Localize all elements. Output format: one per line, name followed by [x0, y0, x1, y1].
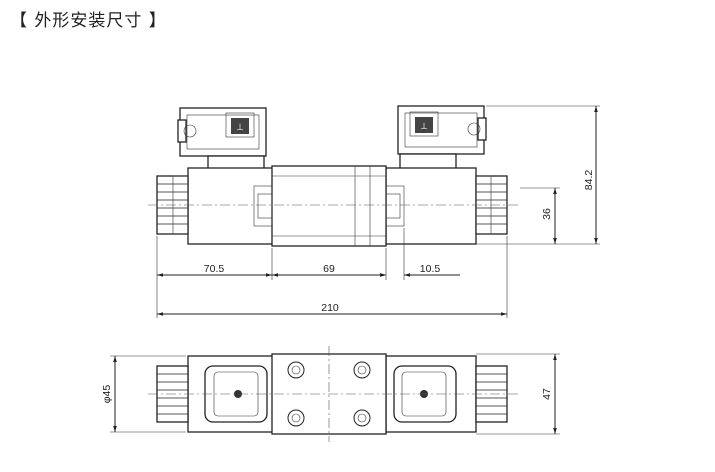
front-view: ⊥ ⊥	[148, 105, 600, 318]
svg-text:⊥: ⊥	[236, 123, 244, 133]
dim-coil-diameter: φ45	[101, 385, 113, 404]
dim-total-length: 210	[321, 302, 339, 314]
dim-middle-length: 69	[323, 263, 335, 275]
dim-total-height: 84.2	[583, 170, 595, 191]
top-view: φ45 47	[101, 346, 560, 442]
valve-body	[271, 165, 387, 247]
svg-text:⊥: ⊥	[420, 122, 428, 132]
left-connector: ⊥	[177, 107, 267, 171]
dim-left-length: 70.5	[204, 263, 225, 275]
dim-body-width: 47	[541, 388, 553, 400]
dim-right-length: 10.5	[420, 263, 441, 275]
right-solenoid-body	[385, 167, 477, 245]
page-title: 【 外形安装尺寸 】	[10, 11, 167, 31]
dim-axis-height: 36	[541, 208, 553, 220]
mounting-holes	[287, 361, 371, 427]
left-solenoid-body	[187, 167, 275, 245]
right-connector: ⊥	[397, 105, 487, 171]
